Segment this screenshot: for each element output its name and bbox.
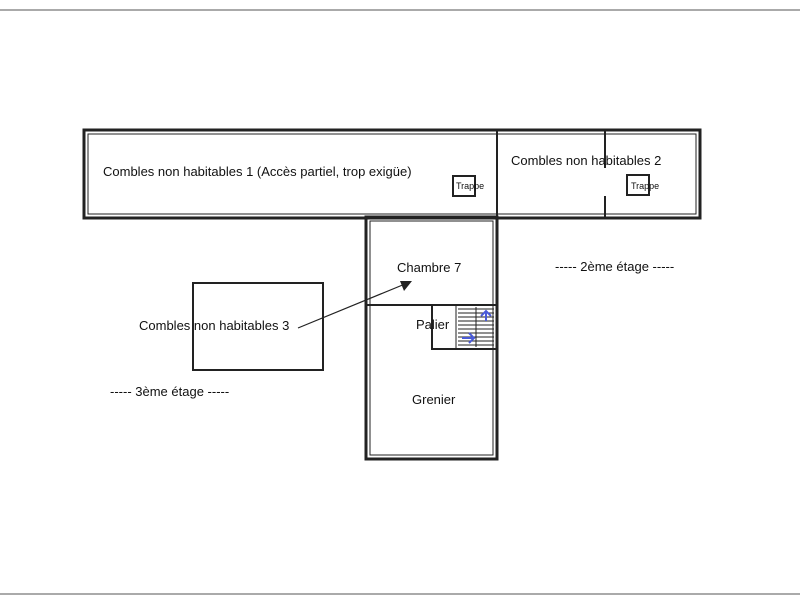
- hatch-2: Trappe: [626, 174, 659, 196]
- room-label-combles-2: Combles non habitables 2: [511, 153, 661, 168]
- room-label-combles-1: Combles non habitables 1 (Accès partiel,…: [103, 164, 412, 179]
- stair-arrow-down-icon: [462, 332, 476, 344]
- floor-label-3: ----- 3ème étage -----: [110, 384, 229, 399]
- room-label-chambre-7: Chambre 7: [397, 260, 461, 275]
- floor-label-2: ----- 2ème étage -----: [555, 259, 674, 274]
- central-block: [364, 215, 499, 461]
- stair-arrow-up-icon: [480, 309, 492, 321]
- room-label-combles-3: Combles non habitables 3: [139, 318, 289, 333]
- connection-arrow: [297, 281, 412, 329]
- room-label-grenier: Grenier: [412, 392, 456, 407]
- hatch-label-2: Trappe: [631, 181, 659, 191]
- room-label-palier: Palier: [416, 317, 450, 332]
- hatch-label-1: Trappe: [456, 181, 484, 191]
- hatch-1: Trappe: [452, 175, 484, 197]
- staircase: [455, 304, 497, 350]
- attic-3: [192, 282, 324, 371]
